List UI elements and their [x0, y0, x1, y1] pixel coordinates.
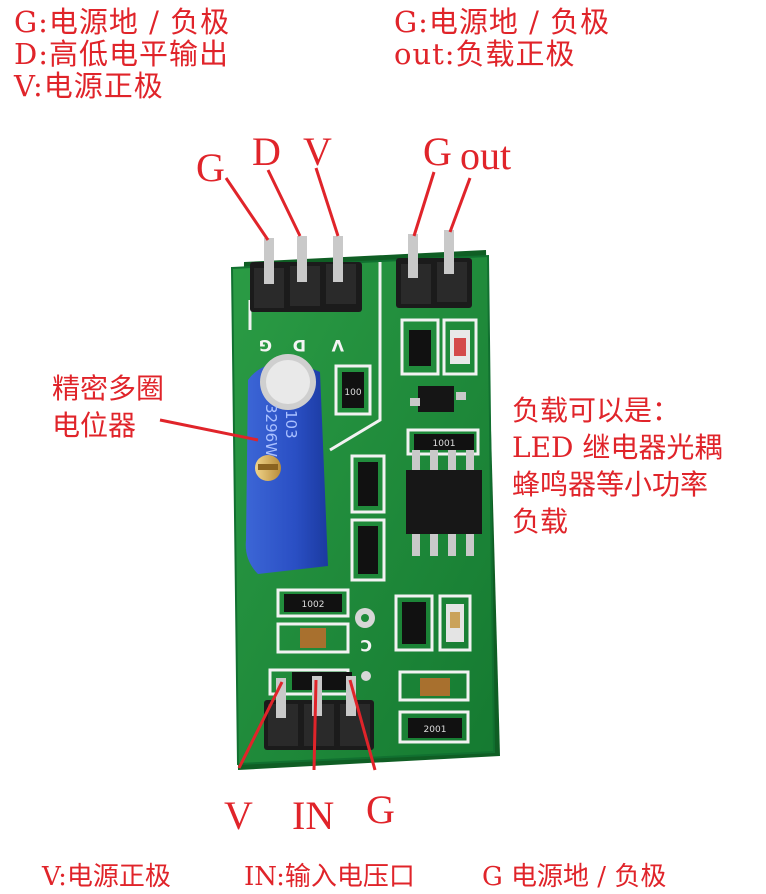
- legend-right-g: G:电源地 / 负极: [394, 5, 611, 39]
- legend-left-v: V:电源正极: [14, 69, 164, 103]
- pot-mark-3296w: 3296W: [262, 404, 280, 457]
- pin-label-in: IN: [292, 793, 335, 838]
- silk-g: G: [259, 336, 272, 355]
- header-2pin-top: [396, 230, 472, 308]
- smd-code-2: 1001: [433, 439, 456, 449]
- smd-code-3: 1002: [302, 600, 325, 610]
- bottom-legend-in: IN:输入电压口: [244, 862, 415, 892]
- legend-right-out: out:负载正极: [394, 37, 576, 71]
- pot-label-line2: 电位器: [52, 409, 137, 442]
- silk-c: C: [360, 636, 372, 655]
- multi-turn-potentiometer: 103 3296W: [245, 354, 328, 574]
- load-note-line4: 负载: [512, 505, 569, 538]
- bottom-legend-v: V:电源正极: [42, 862, 171, 892]
- header-3pin-top: [250, 236, 362, 312]
- legend-left-g: G:电源地 / 负极: [14, 5, 231, 39]
- pot-label-line1: 精密多圈: [52, 372, 165, 405]
- pin-label-out: out: [460, 133, 512, 178]
- silk-v: V: [331, 336, 344, 355]
- smd-code-4: 2001: [424, 725, 447, 735]
- pot-mark-103: 103: [282, 410, 300, 439]
- load-note-line2: LED 继电器光耦: [512, 431, 723, 464]
- legend-left-d: D:高低电平输出: [14, 37, 230, 71]
- smd-code-1: 100: [344, 388, 361, 398]
- pointer-lines: [159, 167, 472, 771]
- load-note-line1: 负载可以是：: [512, 394, 681, 427]
- pin-label-g-left: G: [196, 145, 225, 190]
- silk-d: D: [293, 336, 306, 355]
- pin-label-v-bottom: V: [224, 793, 253, 838]
- pin-label-g-bottom: G: [366, 787, 395, 832]
- bottom-legend-g: G 电源地 / 负极: [482, 862, 667, 892]
- pin-label-d: D: [252, 129, 281, 174]
- pin-label-g-right: G: [423, 129, 452, 174]
- load-note-line3: 蜂鸣器等小功率: [512, 468, 709, 501]
- pin-label-v-top: V: [303, 129, 332, 174]
